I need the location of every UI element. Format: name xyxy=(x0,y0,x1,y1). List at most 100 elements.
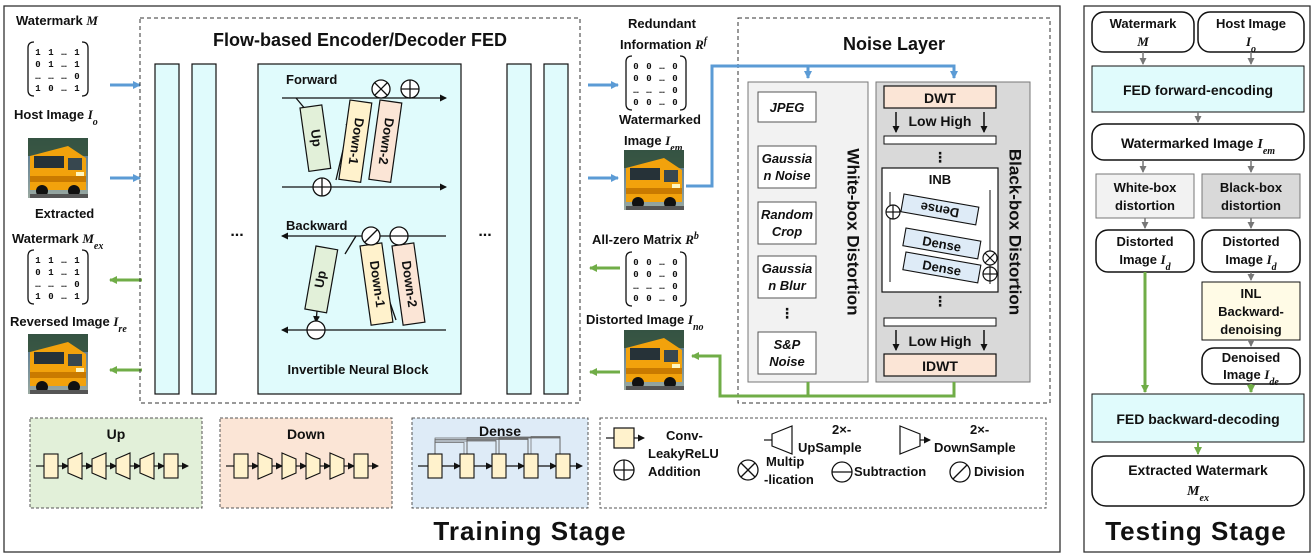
whitebox-vdots: ⋮ xyxy=(780,305,794,321)
blackbox-title: Black-box Distortion xyxy=(1006,149,1025,315)
watermarked-label-1: Watermarked xyxy=(619,112,701,127)
legend-multiplication: Multip -lication xyxy=(737,454,814,487)
wm-matrix-cell: … xyxy=(35,72,41,82)
svg-text:Dense: Dense xyxy=(921,257,962,279)
svg-text:Subtraction: Subtraction xyxy=(854,464,926,479)
wm-matrix-cell: … xyxy=(61,84,67,94)
zero-matrix-cell: 0 xyxy=(633,294,638,304)
svg-text:Down-2: Down-2 xyxy=(376,117,397,166)
whitebox-item xyxy=(757,255,817,299)
svg-text:LeakyReLU: LeakyReLU xyxy=(648,446,719,461)
up-seq-upsample xyxy=(91,452,107,480)
fw-down2-block: Down-2 xyxy=(368,99,403,183)
bw-sub2-op xyxy=(389,226,409,246)
test-fed-forward-label: FED forward-encoding xyxy=(1123,82,1273,98)
wm-matrix-cell: 1 xyxy=(48,48,54,58)
legend-subtraction: Subtraction xyxy=(831,461,926,483)
wm-matrix-bracket-left xyxy=(27,41,35,97)
host-label: Host Image Io xyxy=(14,107,98,128)
extracted-matrix-bracket-left xyxy=(27,249,35,305)
down-seq-downsample xyxy=(281,452,297,480)
wm-matrix-cell: 1 xyxy=(74,84,80,94)
test-denoised-l1: Denoised xyxy=(1222,350,1281,365)
redundant-matrix-cell: 0 xyxy=(646,74,651,84)
reversed-label: Reversed Image Ire xyxy=(10,314,127,335)
zero-matrix-cell: 0 xyxy=(633,258,638,268)
svg-text:Dense: Dense xyxy=(919,199,960,221)
fed-title: Flow-based Encoder/Decoder FED xyxy=(213,30,507,50)
fed-col-4 xyxy=(543,63,569,395)
dense-skip xyxy=(530,436,561,454)
zero-matrix-cell: 0 xyxy=(633,270,638,280)
noise-title: Noise Layer xyxy=(843,34,945,54)
svg-text:Dense: Dense xyxy=(921,233,962,255)
dense-seq-conv xyxy=(555,453,571,479)
test-fed-backward-label: FED backward-decoding xyxy=(1116,411,1279,427)
dense-seq-conv xyxy=(459,453,475,479)
legend-up-sequence xyxy=(36,452,189,480)
zero-matrix-cell: 0 xyxy=(646,258,651,268)
svg-text:Multip: Multip xyxy=(766,454,804,469)
wm-label: Watermark M xyxy=(16,13,98,28)
legend-down-sequence xyxy=(226,452,379,480)
redundant-matrix-cell: … xyxy=(659,86,665,96)
wm-matrix-cell: … xyxy=(61,72,67,82)
legend-conv: Conv- LeakyReLU xyxy=(606,427,719,461)
wm-matrix-cell: 0 xyxy=(48,84,53,94)
fed-col-3 xyxy=(506,63,532,395)
route-to-noise xyxy=(686,64,958,188)
watermarked-label-2: Image Iem xyxy=(624,133,683,154)
whitebox-item xyxy=(757,145,817,189)
redundant-matrix-cell: … xyxy=(659,62,665,72)
testing-stage: Watermark M Host Image Io FED forward-en… xyxy=(1083,5,1311,553)
whitebox-item-label: Random xyxy=(761,207,813,222)
legend-dense-sequence xyxy=(418,436,583,479)
bb-vdots-bottom: ⋮ xyxy=(933,293,947,309)
test-distorted-2-l1: Distorted xyxy=(1222,234,1279,249)
extracted-matrix-cell: … xyxy=(61,256,67,266)
svg-text:2×-: 2×- xyxy=(832,422,851,437)
test-blackbox-l1: Black-box xyxy=(1220,180,1283,195)
inb-dense-3: Dense xyxy=(902,251,982,284)
bw-down1-block: Down-1 xyxy=(359,242,394,326)
up-seq-upsample xyxy=(115,452,131,480)
test-whitebox-l1: White-box xyxy=(1114,180,1178,195)
whitebox-item-label: S&P xyxy=(774,337,801,352)
svg-text:Down-1: Down-1 xyxy=(346,117,367,166)
fw-mul-op xyxy=(371,79,391,99)
down-seq-downsample xyxy=(329,452,345,480)
down-seq-conv xyxy=(353,453,369,479)
svg-text:-lication: -lication xyxy=(764,472,814,487)
wm-matrix-cell: 0 xyxy=(74,72,79,82)
whitebox-item-label: n Noise xyxy=(764,168,811,183)
extracted-matrix-cell: 1 xyxy=(35,256,41,266)
legend-down-title: Down xyxy=(287,426,325,442)
test-inl-l2: Backward- xyxy=(1218,304,1284,319)
extracted-matrix-cell: 0 xyxy=(74,280,79,290)
test-extracted-box xyxy=(1091,455,1305,507)
whitebox-item-label: Gaussia xyxy=(762,261,813,276)
redundant-matrix-cell: … xyxy=(659,74,665,84)
wm-matrix-bracket-right xyxy=(81,41,89,97)
test-blackbox-l2: distortion xyxy=(1221,198,1281,213)
redundant-matrix-bracket-left xyxy=(625,55,633,111)
training-stage-title: Training Stage xyxy=(433,516,626,546)
zero-matrix-bracket-left xyxy=(625,251,633,307)
test-inl-box xyxy=(1201,281,1301,341)
test-host-label: Host Image xyxy=(1216,16,1286,31)
redundant-matrix-cell: … xyxy=(646,86,652,96)
extracted-label-1: Extracted xyxy=(35,206,94,221)
svg-text:Conv-: Conv- xyxy=(666,428,703,443)
idwt-low-high: Low High xyxy=(909,333,972,349)
zero-matrix-cell: 0 xyxy=(646,294,651,304)
wm-matrix-cell: 0 xyxy=(35,60,40,70)
fw-down1-block: Down-1 xyxy=(338,99,373,183)
redundant-matrix-cell: 0 xyxy=(672,74,677,84)
extracted-matrix-cell: 1 xyxy=(74,292,80,302)
svg-text:DownSample: DownSample xyxy=(934,440,1016,455)
test-distorted-2-l2: Image Id xyxy=(1225,252,1277,273)
